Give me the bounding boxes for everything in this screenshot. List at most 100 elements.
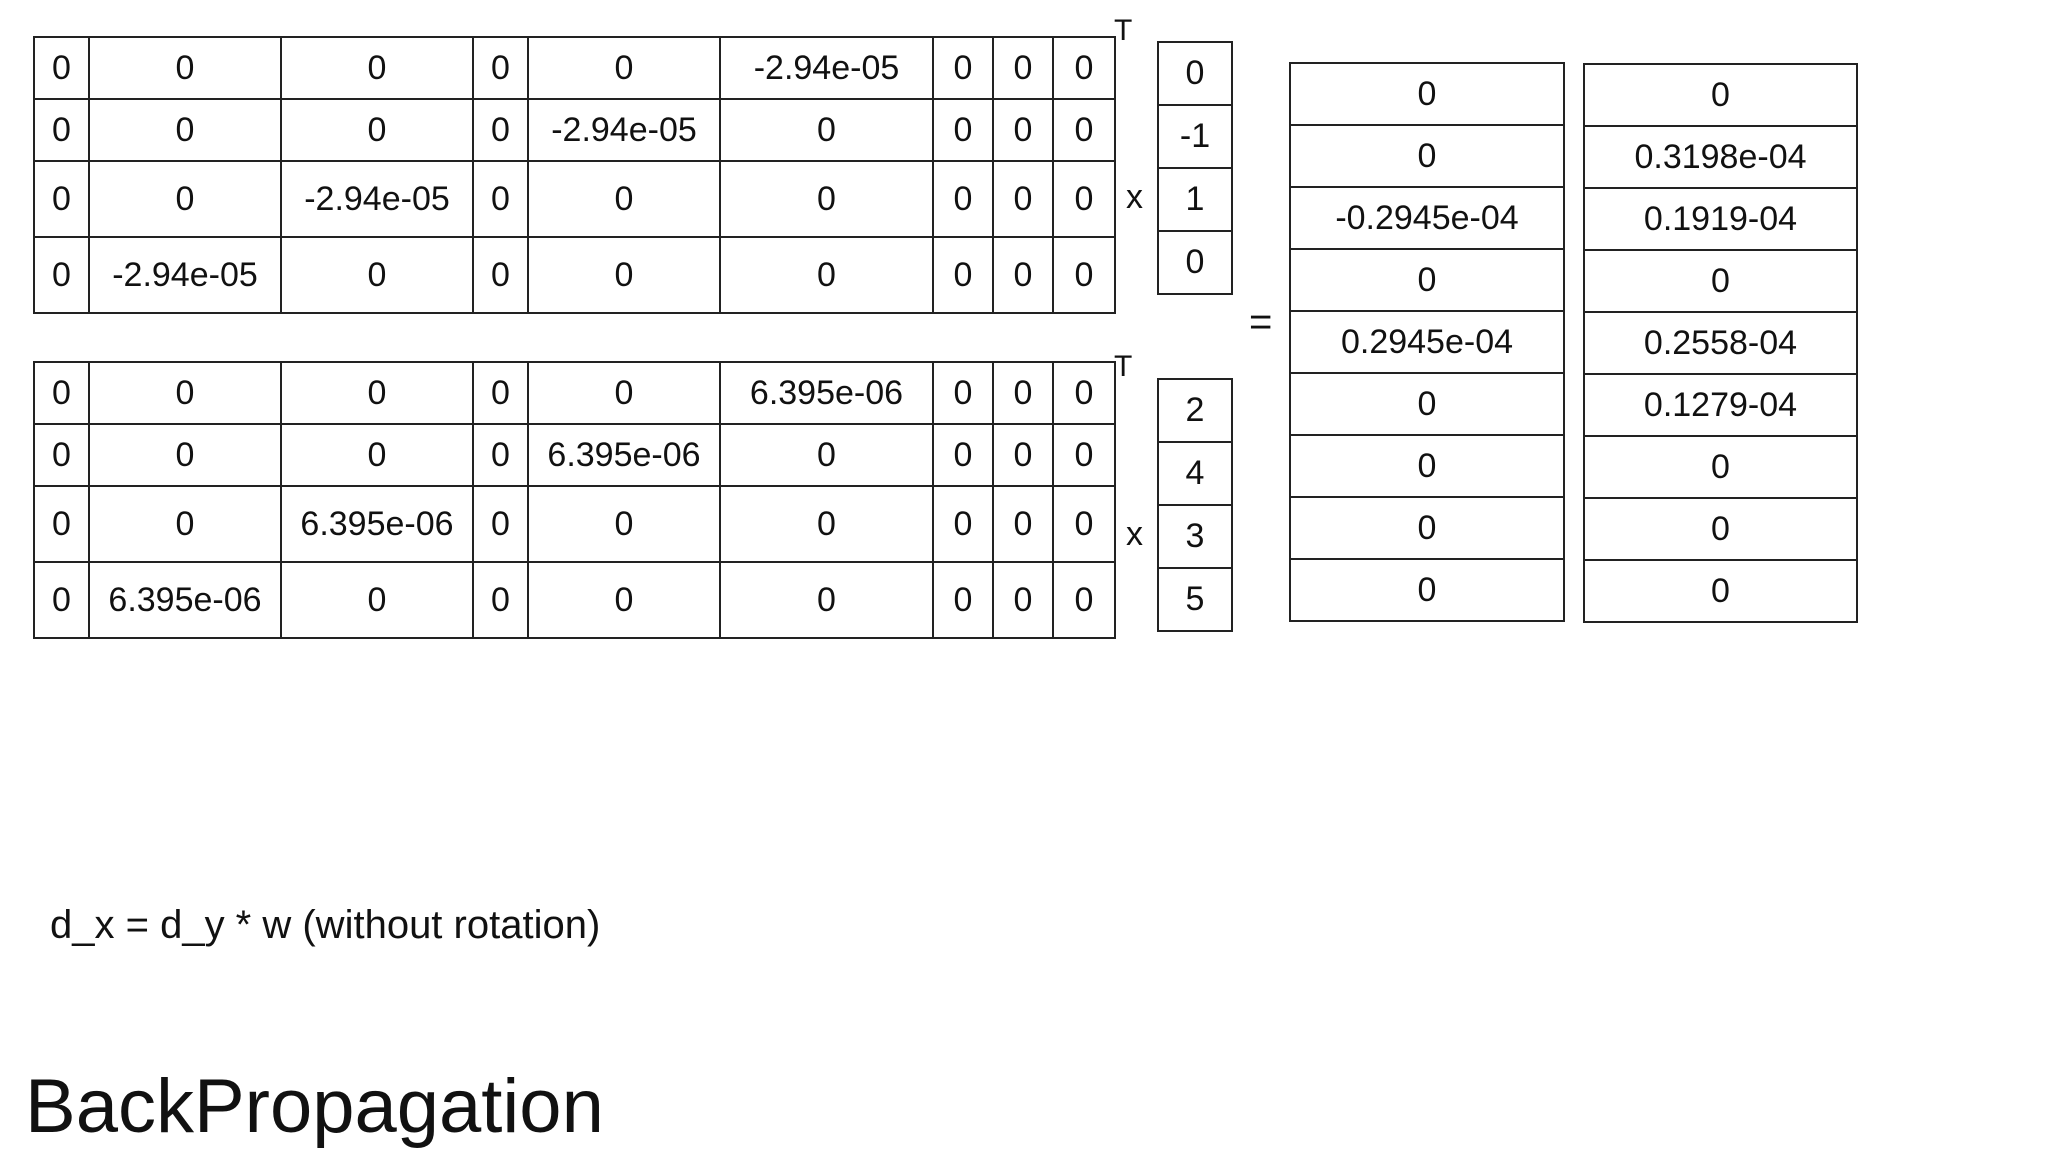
column-row: 0 bbox=[1157, 230, 1233, 295]
column-cell: 0 bbox=[1157, 41, 1233, 106]
column-row: 2 bbox=[1157, 378, 1233, 443]
column-cell: 0 bbox=[1583, 559, 1858, 623]
matrix-cell: 0 bbox=[719, 236, 934, 314]
column-cell: 3 bbox=[1157, 504, 1233, 569]
matrix-cell: 0 bbox=[719, 561, 934, 639]
matrix-cell: 0 bbox=[472, 561, 529, 639]
matrix-cell: 0 bbox=[1052, 485, 1116, 563]
column-cell: 0 bbox=[1583, 435, 1858, 499]
column-row: 0 bbox=[1289, 496, 1565, 560]
matrix-cell: 6.395e-06 bbox=[527, 423, 721, 487]
column-cell: 0 bbox=[1289, 248, 1565, 312]
matrix-cell: 0 bbox=[719, 423, 934, 487]
matrix-cell: 0 bbox=[33, 561, 90, 639]
column-row: 0 bbox=[1289, 372, 1565, 436]
matrix-cell: 0 bbox=[33, 361, 90, 425]
matrix-cell: 0 bbox=[472, 98, 529, 162]
matrix-cell: 0 bbox=[472, 236, 529, 314]
column-row: 0 bbox=[1583, 559, 1858, 623]
matrix-cell: 0 bbox=[992, 485, 1054, 563]
equals-symbol: = bbox=[1249, 300, 1273, 344]
matrix-cell: 0 bbox=[88, 160, 282, 238]
column-cell: 1 bbox=[1157, 167, 1233, 232]
matrix-cell: 0 bbox=[33, 36, 90, 100]
column-cell: 0.2945e-04 bbox=[1289, 310, 1565, 374]
matrix-cell: -2.94e-05 bbox=[527, 98, 721, 162]
matrix-cell: 0 bbox=[1052, 561, 1116, 639]
matrix-cell: 0 bbox=[472, 423, 529, 487]
matrix-cell: 0 bbox=[280, 36, 474, 100]
column-row: 3 bbox=[1157, 504, 1233, 569]
column-cell: 0 bbox=[1289, 124, 1565, 188]
column-row: 0 bbox=[1289, 124, 1565, 188]
matrix-cell: 0 bbox=[1052, 361, 1116, 425]
column-row: -1 bbox=[1157, 104, 1233, 169]
column-cell: 0.3198e-04 bbox=[1583, 125, 1858, 189]
matrix-cell: 0 bbox=[33, 423, 90, 487]
formula-text: d_x = d_y * w (without rotation) bbox=[50, 903, 601, 947]
column-cell: 0 bbox=[1289, 434, 1565, 498]
matrix-cell: 6.395e-06 bbox=[88, 561, 282, 639]
matrix-cell: 0 bbox=[88, 423, 282, 487]
matrix-cell: 0 bbox=[280, 361, 474, 425]
matrix-cell: 0 bbox=[280, 236, 474, 314]
matrix-cell: 0 bbox=[527, 236, 721, 314]
column-cell: 0 bbox=[1289, 372, 1565, 436]
matrix-cell: 0 bbox=[472, 160, 529, 238]
column-row: 0.2945e-04 bbox=[1289, 310, 1565, 374]
column-cell: 0 bbox=[1583, 249, 1858, 313]
matrix-cell: 0 bbox=[932, 36, 994, 100]
column-cell: 0 bbox=[1583, 63, 1858, 127]
matrix-cell: 0 bbox=[88, 98, 282, 162]
matrix-cell: 0 bbox=[992, 98, 1054, 162]
column-cell: 0.1919-04 bbox=[1583, 187, 1858, 251]
column-row: 0 bbox=[1289, 248, 1565, 312]
column-cell: 0.2558-04 bbox=[1583, 311, 1858, 375]
matrix-cell: 0 bbox=[88, 485, 282, 563]
matrix-cell: 0 bbox=[472, 361, 529, 425]
matrix-cell: 0 bbox=[527, 361, 721, 425]
column-row: 0 bbox=[1157, 41, 1233, 106]
matrix-cell: 6.395e-06 bbox=[719, 361, 934, 425]
column-row: 0 bbox=[1583, 435, 1858, 499]
column-cell: 0 bbox=[1289, 62, 1565, 126]
column-row: 1 bbox=[1157, 167, 1233, 232]
transpose-mark-bottom: T bbox=[1114, 350, 1133, 383]
matrix-cell: 0 bbox=[527, 485, 721, 563]
matrix-cell: 6.395e-06 bbox=[280, 485, 474, 563]
column-cell: 0 bbox=[1289, 496, 1565, 560]
column-row: 0 bbox=[1289, 434, 1565, 498]
matrix-cell: 0 bbox=[719, 160, 934, 238]
column-cell: 5 bbox=[1157, 567, 1233, 632]
matrix-cell: 0 bbox=[992, 160, 1054, 238]
matrix-cell: 0 bbox=[33, 485, 90, 563]
column-row: 0 bbox=[1583, 63, 1858, 127]
matrix-cell: 0 bbox=[1052, 423, 1116, 487]
column-row: -0.2945e-04 bbox=[1289, 186, 1565, 250]
column-row: 0 bbox=[1289, 558, 1565, 622]
matrix-cell: 0 bbox=[992, 36, 1054, 100]
column-row: 4 bbox=[1157, 441, 1233, 506]
column-row: 0.3198e-04 bbox=[1583, 125, 1858, 189]
matrix-cell: 0 bbox=[88, 36, 282, 100]
column-row: 5 bbox=[1157, 567, 1233, 632]
matrix-cell: 0 bbox=[719, 98, 934, 162]
column-cell: 0 bbox=[1289, 558, 1565, 622]
column-row: 0.1919-04 bbox=[1583, 187, 1858, 251]
matrix-cell: 0 bbox=[472, 36, 529, 100]
matrix-cell: 0 bbox=[992, 361, 1054, 425]
matrix-cell: 0 bbox=[1052, 36, 1116, 100]
transpose-mark-top: T bbox=[1114, 14, 1133, 47]
matrix-cell: 0 bbox=[527, 160, 721, 238]
